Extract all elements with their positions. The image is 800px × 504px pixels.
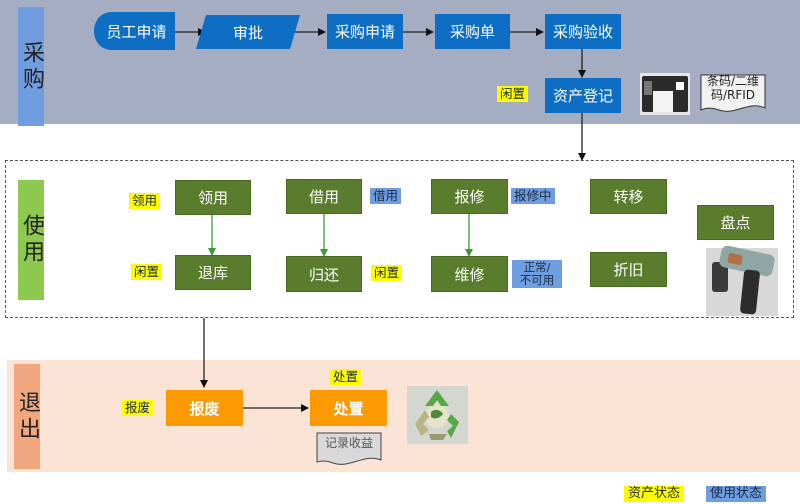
tag-receive: 领用: [129, 193, 161, 209]
node-transfer[interactable]: 转移: [590, 179, 667, 214]
node-give-back[interactable]: 归还: [286, 256, 362, 292]
lane-label-exit: 退出: [14, 364, 40, 469]
node-inventory[interactable]: 盘点: [697, 205, 774, 240]
node-depreciation[interactable]: 折旧: [590, 252, 667, 287]
tag-disposal: 处置: [330, 369, 362, 385]
node-borrow[interactable]: 借用: [286, 179, 362, 214]
node-disposal[interactable]: 处置: [310, 390, 387, 426]
node-employee-request-shape: [94, 12, 175, 50]
node-approval-shape: [196, 15, 300, 49]
tag-repair-result-line-1: 正常/: [523, 260, 551, 274]
node-receive[interactable]: 领用: [175, 180, 251, 215]
node-approval[interactable]: 审批: [232, 23, 263, 42]
tag-give-back-idle: 闲置: [371, 265, 403, 281]
node-report-repair[interactable]: 报修: [431, 179, 508, 214]
lane-label-use: 使用: [18, 180, 44, 300]
record-income-doc-shape: [316, 432, 382, 465]
barcode-rfid-doc: 条码/二维 码/RFID: [701, 74, 765, 102]
recycle-icon: [407, 386, 468, 444]
node-scrap[interactable]: 报废: [166, 390, 243, 426]
tag-return-idle: 闲置: [131, 264, 163, 280]
barcode-rfid-doc-line-2: 码/RFID: [710, 88, 756, 102]
tag-scrap: 报废: [122, 400, 154, 416]
node-employee-request[interactable]: 员工申请: [106, 22, 167, 41]
barcode-rfid-doc-line-1: 条码/二维: [706, 74, 760, 88]
legend-use-status: 使用状态: [706, 486, 767, 502]
tag-borrow: 借用: [370, 188, 402, 204]
tag-repair-result-line-2: 不可用: [519, 273, 555, 287]
barcode-rfid-doc-shape: [700, 74, 766, 112]
node-asset-registration[interactable]: 资产登记: [545, 78, 621, 113]
node-return-stock[interactable]: 退库: [175, 255, 251, 290]
use-lane: [5, 160, 794, 318]
label-printer-icon: [640, 73, 690, 115]
tag-asset-idle: 闲置: [497, 86, 529, 102]
tag-repairing: 报修中: [511, 188, 555, 204]
exit-lane: [7, 360, 800, 472]
node-repair[interactable]: 维修: [431, 256, 508, 292]
node-purchase-request[interactable]: 采购申请: [327, 14, 403, 49]
tag-repair-result: 正常/ 不可用: [512, 260, 562, 288]
node-purchase-order[interactable]: 采购单: [435, 14, 510, 49]
lane-label-purchase: 采购: [18, 7, 44, 126]
record-income-doc: 记录收益: [324, 436, 373, 450]
node-purchase-acceptance[interactable]: 采购验收: [545, 14, 621, 49]
legend-asset-status: 资产状态: [624, 486, 685, 502]
rfid-handheld-scanner-icon: [706, 244, 778, 316]
